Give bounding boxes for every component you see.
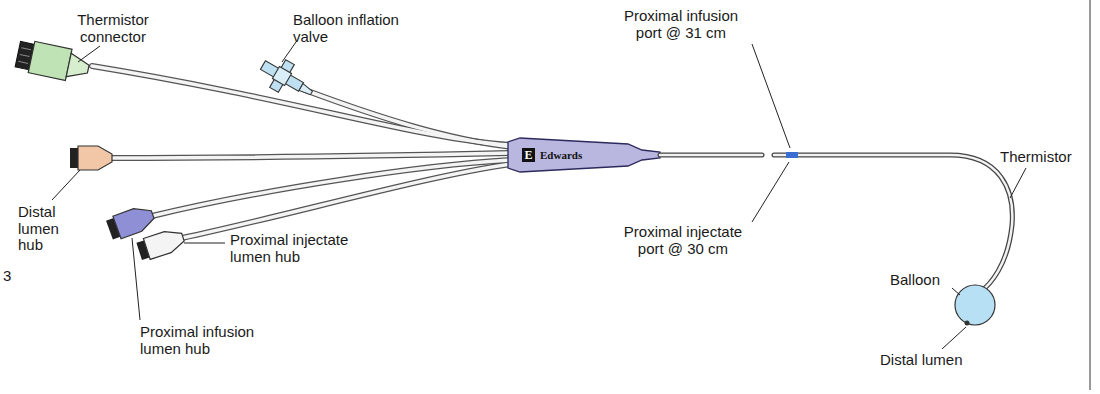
frame-line	[1090, 0, 1091, 390]
infusion-tube	[152, 160, 512, 216]
balloon-valve	[255, 51, 319, 107]
distal-tube	[112, 153, 512, 158]
logo-mark: E	[522, 148, 535, 162]
part-label: Thermistor connector	[72, 12, 154, 45]
balloon	[955, 285, 995, 325]
balloon-tube	[305, 90, 512, 147]
injectate-hub	[136, 227, 187, 262]
part-label: Balloon	[890, 272, 952, 289]
catheter-hub	[508, 138, 660, 172]
lumen-tubes	[92, 66, 512, 238]
leader-lines	[52, 42, 1026, 349]
part-label: Distal lumen hub	[18, 204, 70, 254]
port-marker	[786, 152, 798, 158]
part-label: Proximal injectate port @ 30 cm	[612, 224, 754, 257]
distal-hub	[70, 146, 112, 170]
distal-lumen-tip	[965, 321, 970, 326]
brand-name: Edwards	[540, 148, 582, 162]
part-label: Proximal infusion port @ 31 cm	[612, 8, 750, 41]
part-label: Proximal injectate lumen hub	[230, 232, 370, 265]
part-label: Distal lumen	[880, 352, 970, 369]
figure-number: 3	[3, 268, 15, 285]
infusion-hub	[105, 203, 156, 241]
injectate-tube	[182, 164, 512, 238]
thermistor-connector	[15, 38, 92, 84]
part-label: Proximal infusion lumen hub	[140, 324, 278, 357]
part-label: Thermistor	[1000, 149, 1084, 166]
part-label: Balloon inflation valve	[293, 12, 421, 45]
